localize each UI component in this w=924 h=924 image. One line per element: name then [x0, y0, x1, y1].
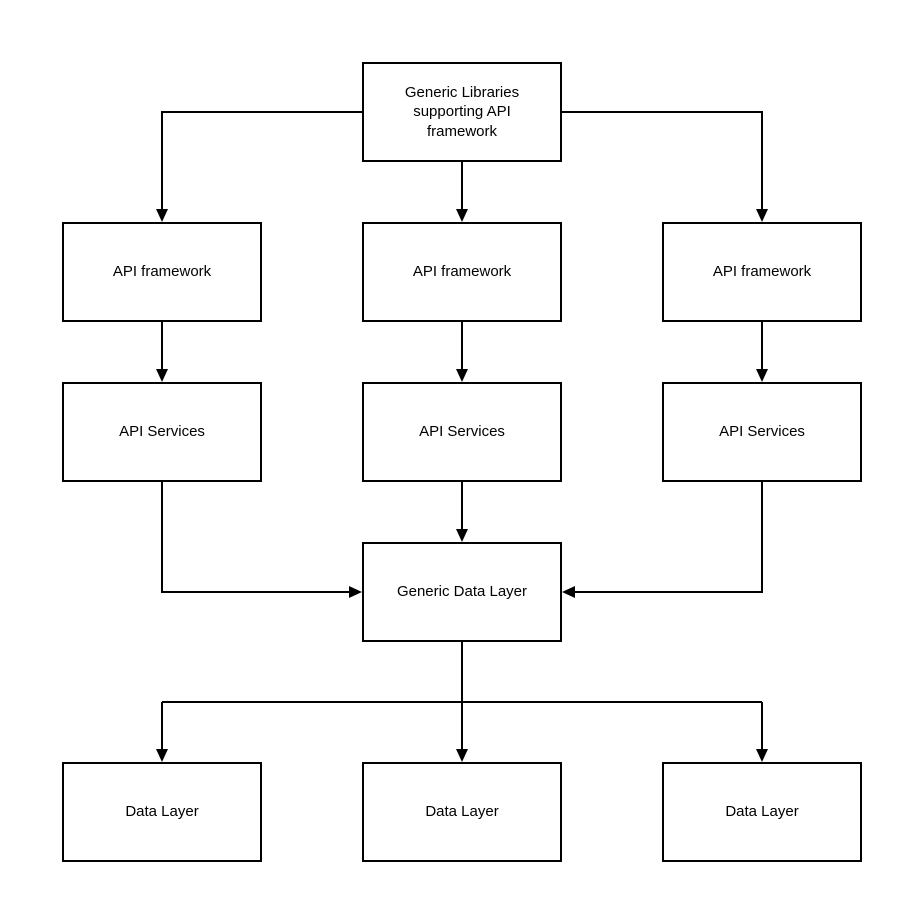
- edge-generic-libraries-to-api-framework-center: [456, 162, 468, 222]
- node-api-services-right: API Services: [662, 382, 862, 482]
- node-api-framework-center: API framework: [362, 222, 562, 322]
- node-generic-data-layer-label: Generic Data Layer: [396, 583, 528, 601]
- edge-generic-libraries-to-api-framework-right: [562, 111, 768, 222]
- node-data-layer-center-label: Data Layer: [425, 803, 499, 821]
- edge-api-framework-right-to-api-services-right: [756, 322, 768, 382]
- node-api-framework-left: API framework: [62, 222, 262, 322]
- node-data-layer-left-label: Data Layer: [125, 803, 199, 821]
- edge-generic-data-layer-to-data-layer-left: [156, 702, 168, 762]
- node-data-layer-right: Data Layer: [662, 762, 862, 862]
- node-api-framework-right-label: API framework: [712, 263, 812, 281]
- node-api-services-right-label: API Services: [719, 423, 805, 441]
- edge-generic-libraries-to-api-framework-left: [156, 111, 362, 222]
- node-api-services-center-label: API Services: [419, 423, 505, 441]
- node-api-framework-right: API framework: [662, 222, 862, 322]
- node-api-services-left-label: API Services: [119, 423, 205, 441]
- node-generic-libraries: Generic Libraries supporting API framewo…: [362, 62, 562, 162]
- node-api-services-center: API Services: [362, 382, 562, 482]
- edge-api-services-right-to-generic-data-layer: [562, 482, 763, 598]
- node-api-framework-center-label: API framework: [412, 263, 512, 281]
- node-generic-data-layer: Generic Data Layer: [362, 542, 562, 642]
- node-generic-libraries-label: Generic Libraries supporting API framewo…: [404, 83, 520, 140]
- edge-generic-data-layer-to-data-layer-right: [756, 702, 768, 762]
- node-data-layer-left: Data Layer: [62, 762, 262, 862]
- edge-generic-data-layer-to-data-layer-center: [456, 702, 468, 762]
- node-data-layer-center: Data Layer: [362, 762, 562, 862]
- edge-api-services-center-to-generic-data-layer: [456, 482, 468, 542]
- node-data-layer-right-label: Data Layer: [725, 803, 799, 821]
- node-api-services-left: API Services: [62, 382, 262, 482]
- node-api-framework-left-label: API framework: [112, 263, 212, 281]
- edge-api-framework-center-to-api-services-center: [456, 322, 468, 382]
- edge-api-services-left-to-generic-data-layer: [161, 482, 362, 598]
- edge-api-framework-left-to-api-services-left: [156, 322, 168, 382]
- edge-generic-data-layer-trunk: [162, 642, 762, 703]
